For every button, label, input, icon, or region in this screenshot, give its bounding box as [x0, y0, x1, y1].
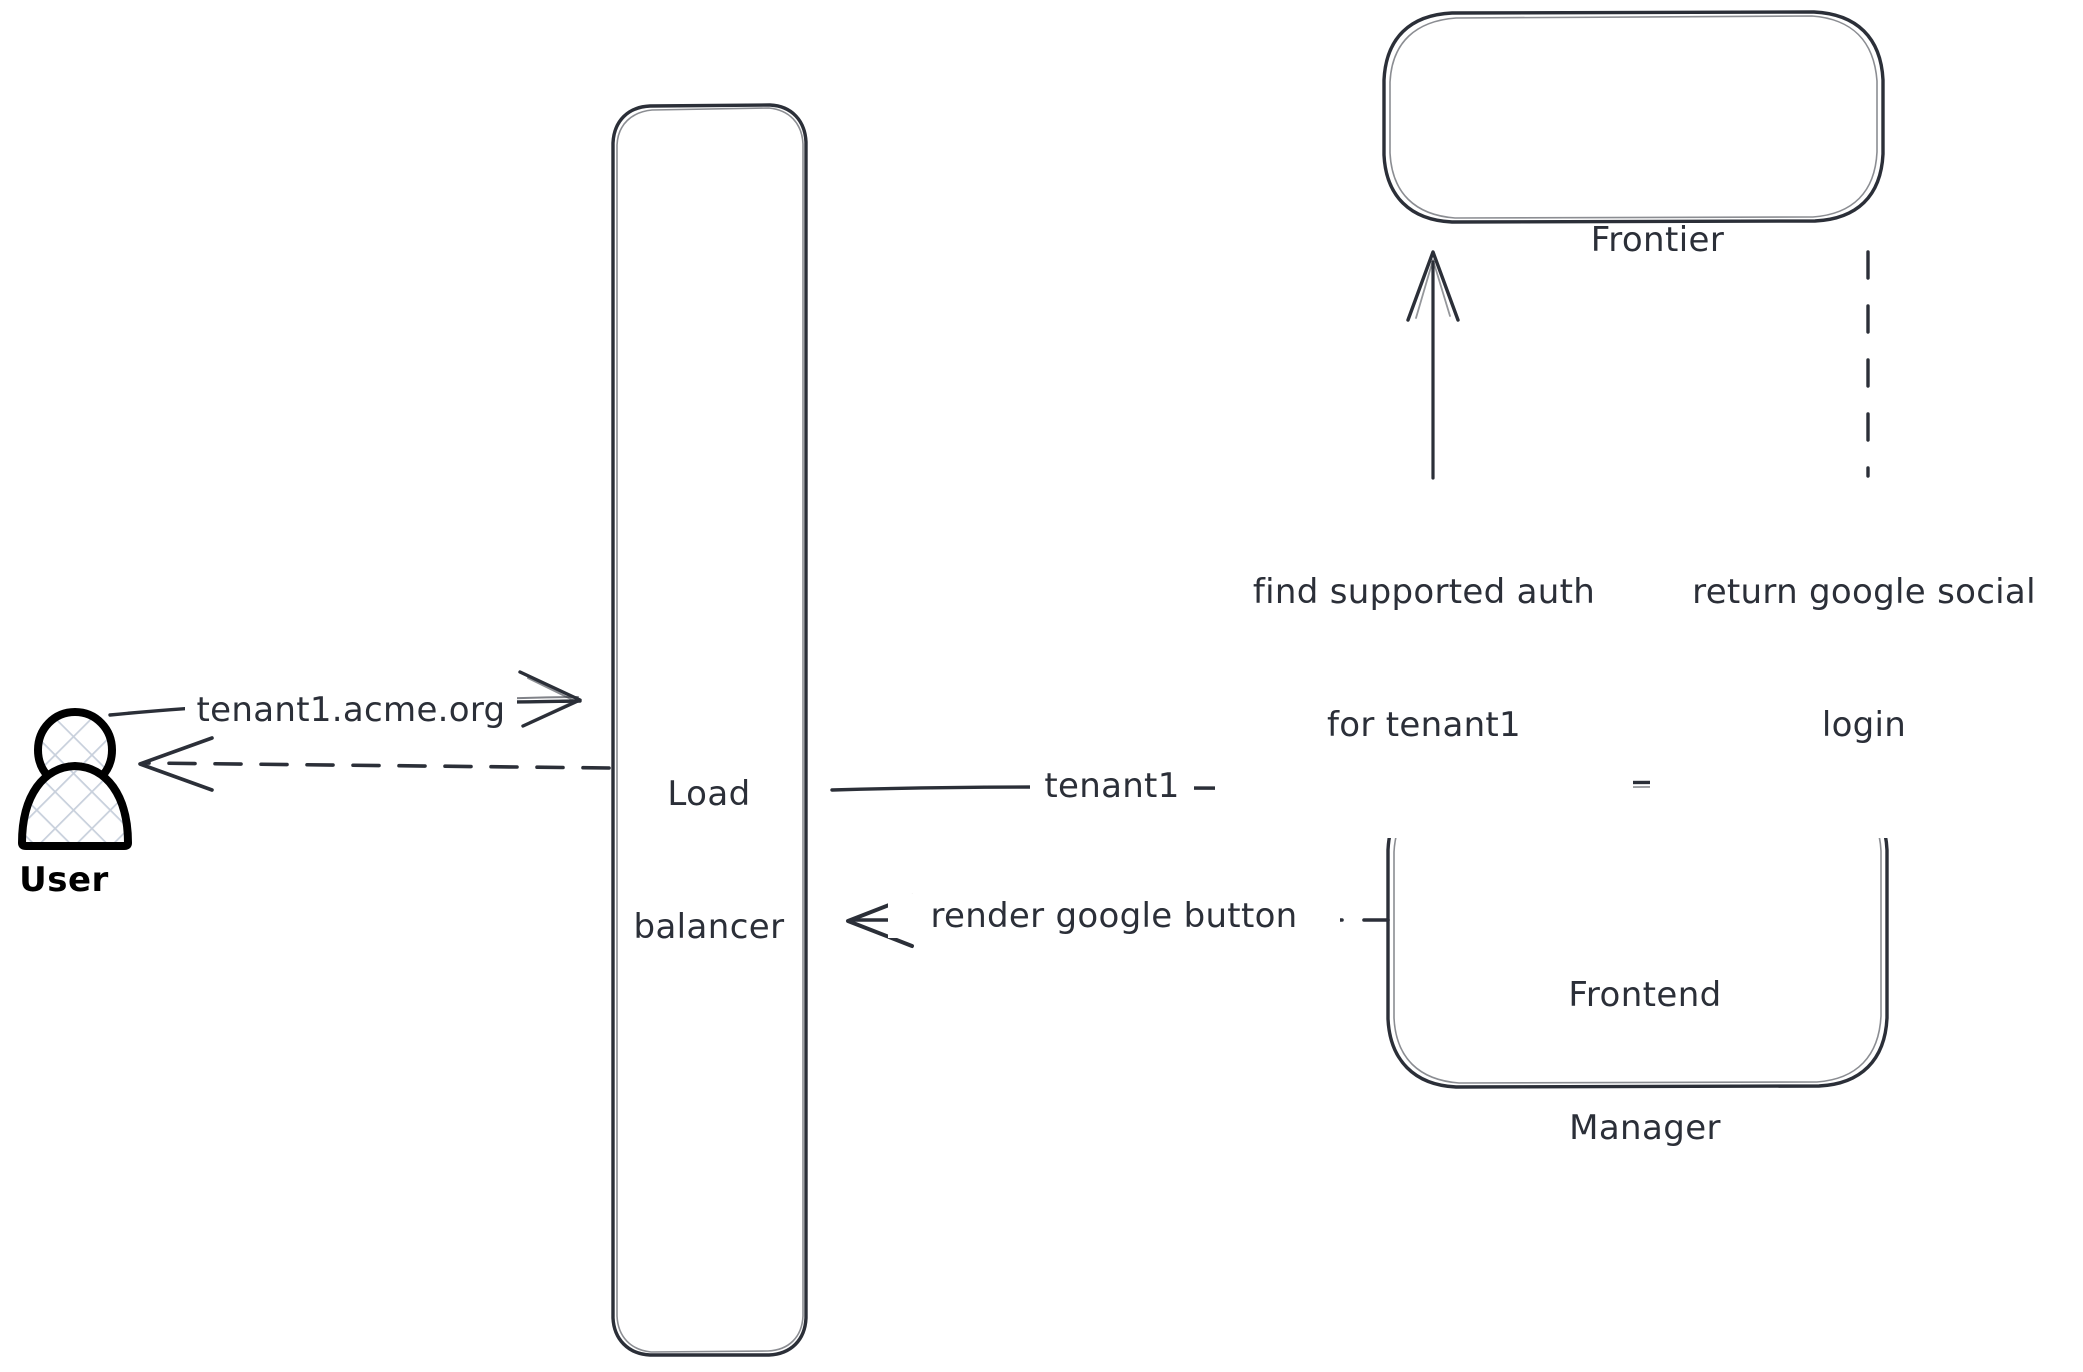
- edge-lb-to-user: [138, 736, 611, 792]
- edge-fm-to-lb: [846, 894, 1390, 948]
- edge-user-to-lb: [108, 670, 582, 728]
- frontier-node[interactable]: [1382, 10, 1885, 224]
- frontend-manager-node[interactable]: [1386, 780, 1889, 1089]
- load-balancer-node[interactable]: [611, 103, 808, 1357]
- edge-frontier-to-fm: [1840, 250, 1898, 734]
- person-icon: [18, 708, 132, 850]
- edge-fm-to-frontier: [1406, 250, 1460, 784]
- edge-lb-to-fm: [830, 760, 1358, 818]
